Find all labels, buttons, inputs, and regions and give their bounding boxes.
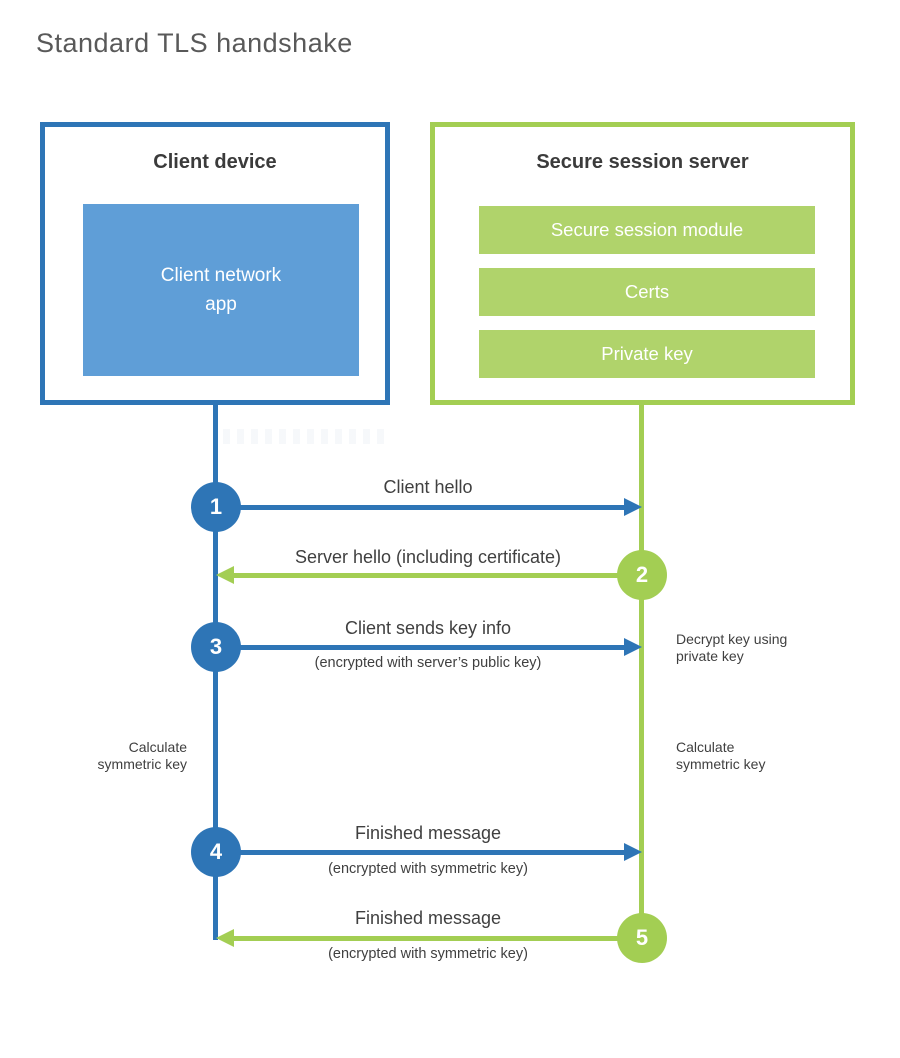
message-1-label: Client hello [383, 477, 473, 497]
message-2-label: Server hello (including certificate) [294, 547, 562, 567]
arrow-shaft [229, 935, 642, 941]
arrow-shaft [216, 849, 629, 855]
message-5-sublabel: (encrypted with symmetric key) [328, 946, 528, 962]
server-module-secure-session: Secure session module [479, 206, 815, 254]
server-module-certs: Certs [479, 268, 815, 316]
arrow-head-left-icon [216, 929, 234, 947]
server-lifeline [639, 405, 644, 938]
message-4-arrow [216, 843, 642, 861]
faint-artifact-marks [223, 429, 385, 444]
step-2-badge: 2 [617, 550, 667, 600]
client-lifeline [213, 405, 218, 940]
page-title: Standard TLS handshake [36, 28, 353, 58]
server-note-calculate-key: Calculate symmetric key [676, 739, 766, 772]
server-note-decrypt-key: Decrypt key using private key [676, 631, 788, 664]
arrow-head-left-icon [216, 566, 234, 584]
message-3-label: Client sends key info [344, 618, 512, 638]
step-4-badge: 4 [191, 827, 241, 877]
arrow-shaft [216, 644, 629, 650]
client-device-box: Client device Client network app [40, 122, 390, 405]
client-network-app-box: Client network app [83, 204, 359, 376]
arrow-head-right-icon [624, 638, 642, 656]
step-3-badge: 3 [191, 622, 241, 672]
message-3-arrow [216, 638, 642, 656]
server-title: Secure session server [536, 151, 749, 173]
client-device-title: Client device [153, 151, 277, 173]
client-note-calculate-key: Calculate symmetric key [97, 739, 187, 772]
arrow-head-right-icon [624, 498, 642, 516]
message-4-sublabel: (encrypted with symmetric key) [328, 861, 528, 877]
server-module-private-key: Private key [479, 330, 815, 378]
arrow-shaft [216, 504, 629, 510]
message-5-label: Finished message [354, 908, 502, 928]
server-box: Secure session server Secure session mod… [430, 122, 855, 405]
arrow-shaft [229, 572, 642, 578]
message-4-label: Finished message [354, 823, 502, 843]
arrow-head-right-icon [624, 843, 642, 861]
message-3-sublabel: (encrypted with server’s public key) [314, 655, 542, 671]
message-2-arrow [216, 566, 642, 584]
step-1-badge: 1 [191, 482, 241, 532]
message-5-arrow [216, 929, 642, 947]
step-5-badge: 5 [617, 913, 667, 963]
message-1-arrow [216, 498, 642, 516]
